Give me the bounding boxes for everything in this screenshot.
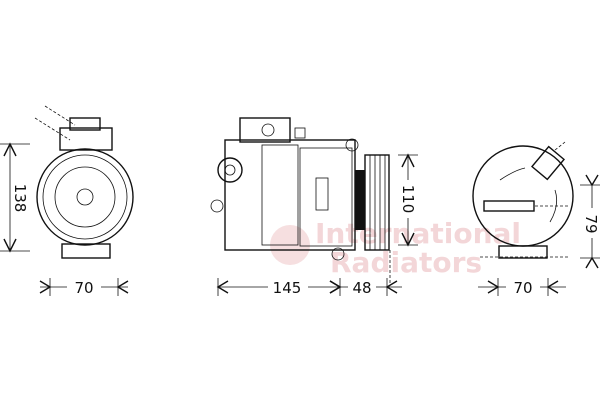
watermark-line2: Radiators bbox=[330, 246, 482, 279]
dim-label-110: 110 bbox=[399, 185, 417, 214]
dim-label-70-right: 70 bbox=[513, 279, 532, 297]
dimension-70-right: 70 bbox=[478, 278, 566, 297]
watermark-line1: International bbox=[315, 217, 521, 250]
dimension-48: 48 bbox=[329, 278, 402, 297]
front-view-left bbox=[34, 105, 134, 259]
dim-label-145: 145 bbox=[273, 279, 302, 297]
watermark-logo: International Radiators bbox=[270, 217, 521, 279]
dimension-70-left: 70 bbox=[39, 278, 129, 297]
dim-label-48: 48 bbox=[352, 279, 371, 297]
front-view-right bbox=[472, 141, 574, 259]
dim-label-138: 138 bbox=[11, 184, 29, 213]
side-view bbox=[210, 117, 391, 285]
dim-label-79: 79 bbox=[582, 214, 600, 233]
dim-label-70-left: 70 bbox=[74, 279, 93, 297]
dimension-138: 138 bbox=[0, 142, 30, 253]
dimension-110: 110 bbox=[398, 153, 418, 247]
dimension-145: 145 bbox=[216, 278, 342, 297]
dimension-79: 79 bbox=[580, 174, 600, 269]
